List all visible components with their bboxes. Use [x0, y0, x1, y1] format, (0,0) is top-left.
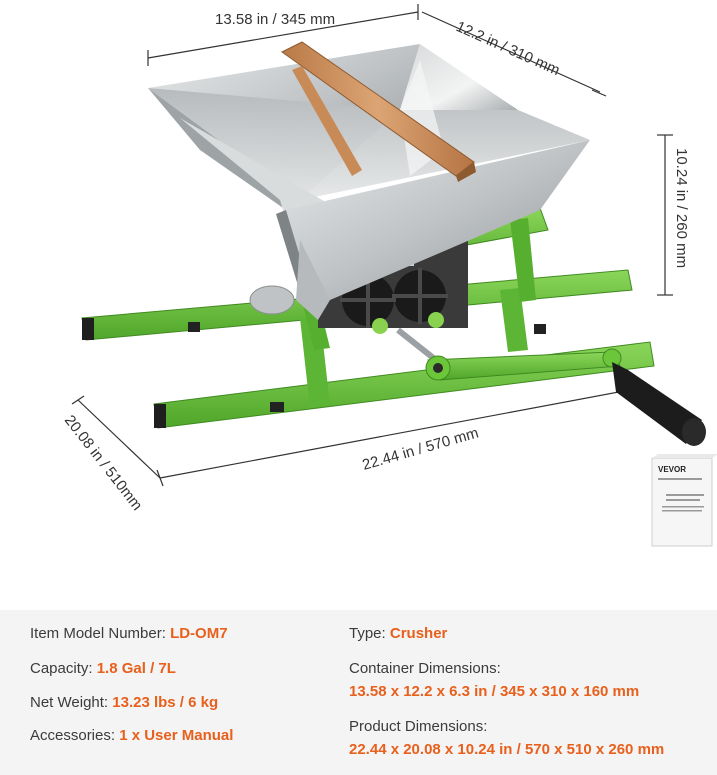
- product-image-area: 13.58 in / 345 mm 12.2 in / 310 mm 10.24…: [61, 4, 717, 547]
- dimension-height: 10.24 in / 260 mm: [657, 134, 690, 296]
- dim-label-width-top: 13.58 in / 345 mm: [215, 11, 335, 28]
- spec-item-accessories: Accessories: 1 x User Manual: [30, 727, 233, 745]
- spec-label-model: Item Model Number:: [30, 625, 166, 642]
- spec-value-accessories: 1 x User Manual: [119, 727, 234, 744]
- crank-handle: [425, 348, 706, 446]
- dim-label-depth-base: 20.08 in / 510mm: [61, 412, 146, 514]
- spec-label-type: Type:: [349, 625, 386, 642]
- dim-label-length-base: 22.44 in / 570 mm: [360, 424, 480, 473]
- spec-item-model: Item Model Number: LD-OM7: [30, 625, 228, 643]
- specifications-panel: Item Model Number: LD-OM7 Capacity: 1.8 …: [0, 610, 717, 775]
- spec-label-container: Container Dimensions:: [349, 660, 501, 677]
- spec-label-product: Product Dimensions:: [349, 718, 488, 735]
- spec-value-model: LD-OM7: [170, 625, 228, 642]
- fruit-crusher-illustration: 13.58 in / 345 mm 12.2 in / 310 mm 10.24…: [61, 4, 717, 547]
- dimension-width-top: 13.58 in / 345 mm: [147, 4, 419, 66]
- spec-label-weight: Net Weight:: [30, 694, 109, 711]
- spec-value-product: 22.44 x 20.08 x 10.24 in / 570 x 510 x 2…: [349, 741, 665, 758]
- manual-brand: VEVOR: [658, 465, 686, 474]
- spec-value-container: 13.58 x 12.2 x 6.3 in / 345 x 310 x 160 …: [349, 683, 640, 700]
- dimension-depth-base: 20.08 in / 510mm: [61, 395, 161, 514]
- spec-value-capacity: 1.8 Gal / 7L: [96, 660, 176, 677]
- spec-value-weight: 13.23 lbs / 6 kg: [112, 694, 219, 711]
- dim-label-height: 10.24 in / 260 mm: [673, 148, 690, 268]
- spec-value-type: Crusher: [389, 625, 448, 642]
- spec-label-capacity: Capacity:: [30, 660, 93, 677]
- spec-item-capacity: Capacity: 1.8 Gal / 7L: [30, 660, 176, 678]
- manual-text-lines: [658, 478, 704, 512]
- dim-label-depth-top: 12.2 in / 310 mm: [453, 18, 562, 79]
- spec-item-type: Type: Crusher: [349, 625, 447, 643]
- spec-label-accessories: Accessories:: [30, 727, 116, 744]
- user-manual-card: VEVOR: [651, 454, 717, 547]
- spec-item-weight: Net Weight: 13.23 lbs / 6 kg: [30, 694, 218, 712]
- wooden-pusher: [281, 41, 476, 182]
